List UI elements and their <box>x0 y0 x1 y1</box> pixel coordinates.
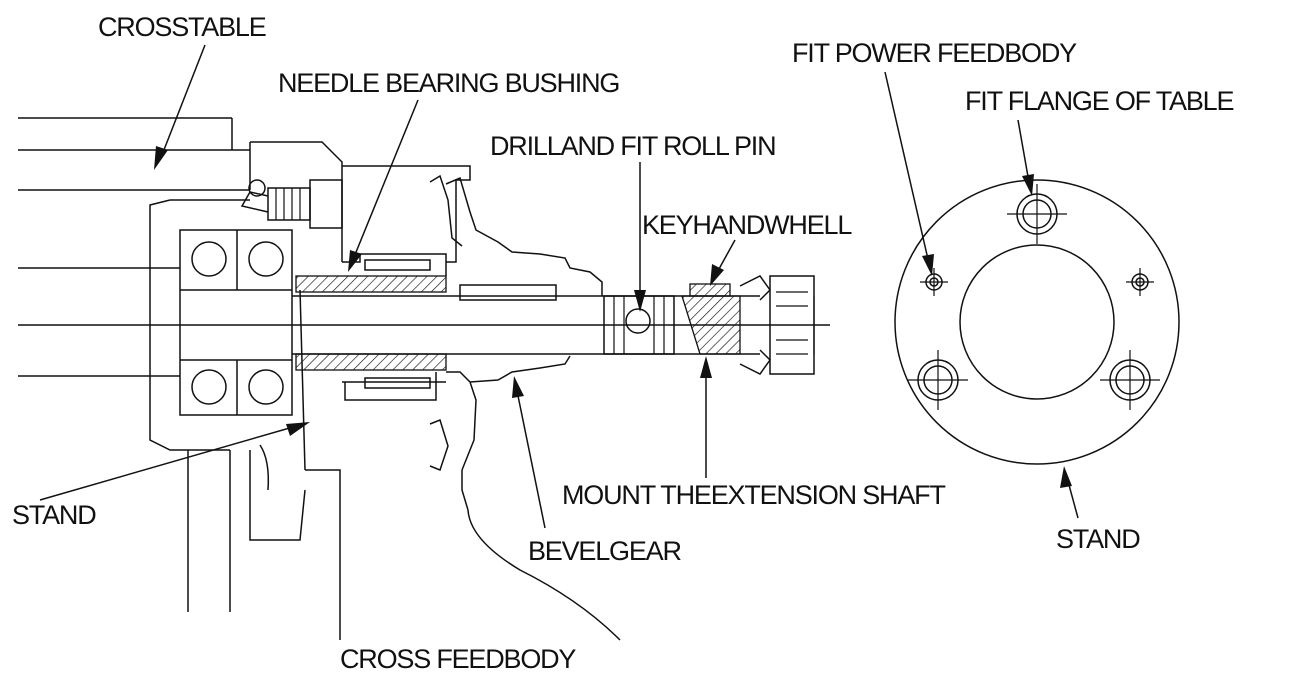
label-drill-and-fit-roll-pin: DRILLAND FIT ROLL PIN <box>490 131 775 161</box>
flange-view <box>894 179 1180 465</box>
label-mount-extension-shaft: MOUNT THEEXTENSION SHAFT <box>562 480 945 510</box>
label-stand-right: STAND <box>1056 524 1140 554</box>
label-needle-bearing-bushing: NEEDLE BEARING BUSHING <box>278 68 619 98</box>
label-key-handwheel: KEYHANDWHELL <box>642 210 852 240</box>
ball-bearing <box>179 229 293 416</box>
mounting-hole-bottom-left <box>908 350 968 410</box>
leader-lines <box>39 44 1079 641</box>
cross-section-view <box>18 117 830 640</box>
small-hole-left <box>920 268 948 296</box>
bevel-gear <box>429 174 603 511</box>
flange-bore <box>959 244 1115 400</box>
set-screw <box>240 179 343 229</box>
label-stand-left: STAND <box>12 500 96 530</box>
label-fit-flange-of-table: FIT FLANGE OF TABLE <box>965 86 1233 116</box>
labels: CROSSTABLE NEEDLE BEARING BUSHING DRILLA… <box>12 12 1235 673</box>
label-bevel-gear: BEVELGEAR <box>528 536 681 566</box>
label-fit-power-feed-body: FIT POWER FEEDBODY <box>792 38 1077 68</box>
needle-bushing-bottom <box>295 353 447 371</box>
flange-outer <box>894 179 1180 465</box>
needle-bushing-top <box>295 275 447 293</box>
small-hole-right <box>1126 268 1154 296</box>
handwheel-hub <box>603 275 771 375</box>
label-crosstable: CROSSTABLE <box>98 12 266 42</box>
mounting-hole-top <box>1007 184 1067 244</box>
stand-housing <box>149 141 343 640</box>
mounting-hole-bottom-right <box>1100 350 1160 410</box>
label-cross-feed-body: CROSS FEEDBODY <box>340 644 576 673</box>
end-nut <box>769 275 815 375</box>
